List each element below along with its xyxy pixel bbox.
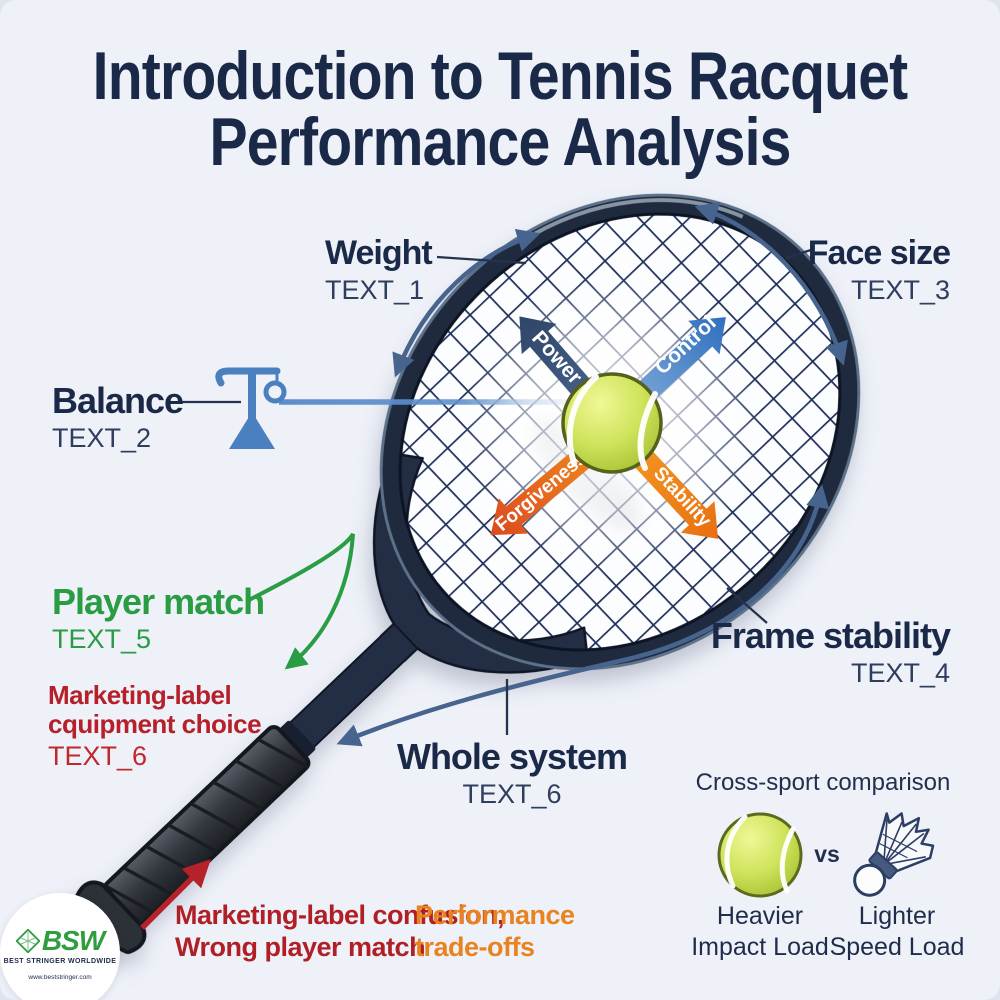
confusion-line1: Marketing-label confusion,	[175, 900, 505, 930]
tradeoffs-line2: trade-offs	[415, 931, 535, 962]
weight-value: TEXT_1	[325, 274, 425, 305]
player-match-arrow	[246, 532, 355, 670]
callout-player-match: Player match TEXT_5	[52, 581, 265, 655]
callout-connectors	[178, 247, 815, 735]
badminton-caption-line1: Lighter	[858, 902, 936, 930]
frame-stability-label: Frame stability	[710, 615, 951, 656]
callout-face-size: Face size TEXT_3	[807, 234, 951, 306]
equipment-choice-line1: Marketing-label	[48, 680, 232, 710]
shuttlecock-icon	[853, 812, 935, 897]
page-title-line2: Performance Analysis	[209, 103, 791, 180]
tennis-ball-icon	[561, 372, 663, 474]
grip-wrap-lines	[103, 737, 309, 915]
comparison-tennis-ball-icon	[717, 812, 803, 898]
face-size-label: Face size	[807, 234, 951, 272]
face-size-arc-arrow	[694, 202, 848, 366]
whole-system-value: TEXT_6	[462, 778, 562, 809]
callout-balance: Balance TEXT_2	[52, 380, 184, 454]
player-match-label: Player match	[52, 581, 265, 622]
confusion-warning: Marketing-label confusion, Wrong player …	[175, 900, 505, 964]
comparison-vs: vs	[814, 841, 840, 867]
frame-stability-value: TEXT_4	[850, 657, 950, 688]
whole-system-label: Whole system	[396, 736, 628, 777]
balance-value: TEXT_2	[52, 422, 152, 453]
handle-red-arrow	[140, 859, 211, 930]
callout-whole-system: Whole system TEXT_6	[396, 736, 628, 810]
weight-connector	[436, 255, 527, 265]
page-title-line1: Introduction to Tennis Racquet	[92, 38, 908, 114]
tennis-caption-line1: Heavier	[716, 902, 804, 930]
bsw-logo-row: BSW	[15, 925, 105, 957]
tradeoffs-warning: Performance trade-offs	[415, 900, 575, 964]
bsw-url: www.beststringer.com	[28, 974, 92, 981]
face-size-connector	[785, 247, 815, 260]
balance-label: Balance	[52, 380, 184, 421]
equipment-choice-line2: cquipment choice	[48, 708, 262, 739]
frame-stability-connector	[726, 587, 768, 624]
badminton-caption-line2: Speed Load	[829, 932, 965, 961]
balance-scale-icon	[215, 367, 287, 449]
comparison-title: Cross-sport comparison	[695, 769, 951, 796]
bsw-acronym: BSW	[41, 925, 105, 956]
player-match-value: TEXT_5	[52, 623, 152, 654]
tradeoffs-line1: Performance	[415, 900, 575, 930]
whole-system-arc-arrow	[336, 484, 830, 747]
bsw-logo: BSW BEST STRINGER WORLDWIDE www.beststri…	[0, 893, 120, 1000]
tennis-caption: Heavier Impact Load	[691, 901, 829, 962]
callout-equipment-choice: Marketing-label cquipment choice TEXT_6	[48, 680, 262, 772]
page-title: Introduction to Tennis Racquet Performan…	[80, 38, 920, 180]
badminton-caption: Lighter Speed Load	[830, 901, 965, 962]
grip-collar	[278, 720, 316, 759]
tennis-caption-line2: Impact Load	[691, 932, 829, 961]
equipment-choice-value: TEXT_6	[48, 741, 148, 772]
weight-label: Weight	[325, 234, 433, 272]
callout-weight: Weight TEXT_1	[325, 234, 433, 306]
bsw-diamond-icon	[15, 929, 40, 953]
face-size-value: TEXT_3	[850, 274, 950, 305]
weight-arc-arrow	[392, 229, 541, 378]
confusion-line2: Wrong player match	[175, 931, 426, 962]
bsw-tagline: BEST STRINGER WORLDWIDE	[3, 958, 117, 965]
callout-frame-stability: Frame stability TEXT_4	[710, 615, 951, 689]
